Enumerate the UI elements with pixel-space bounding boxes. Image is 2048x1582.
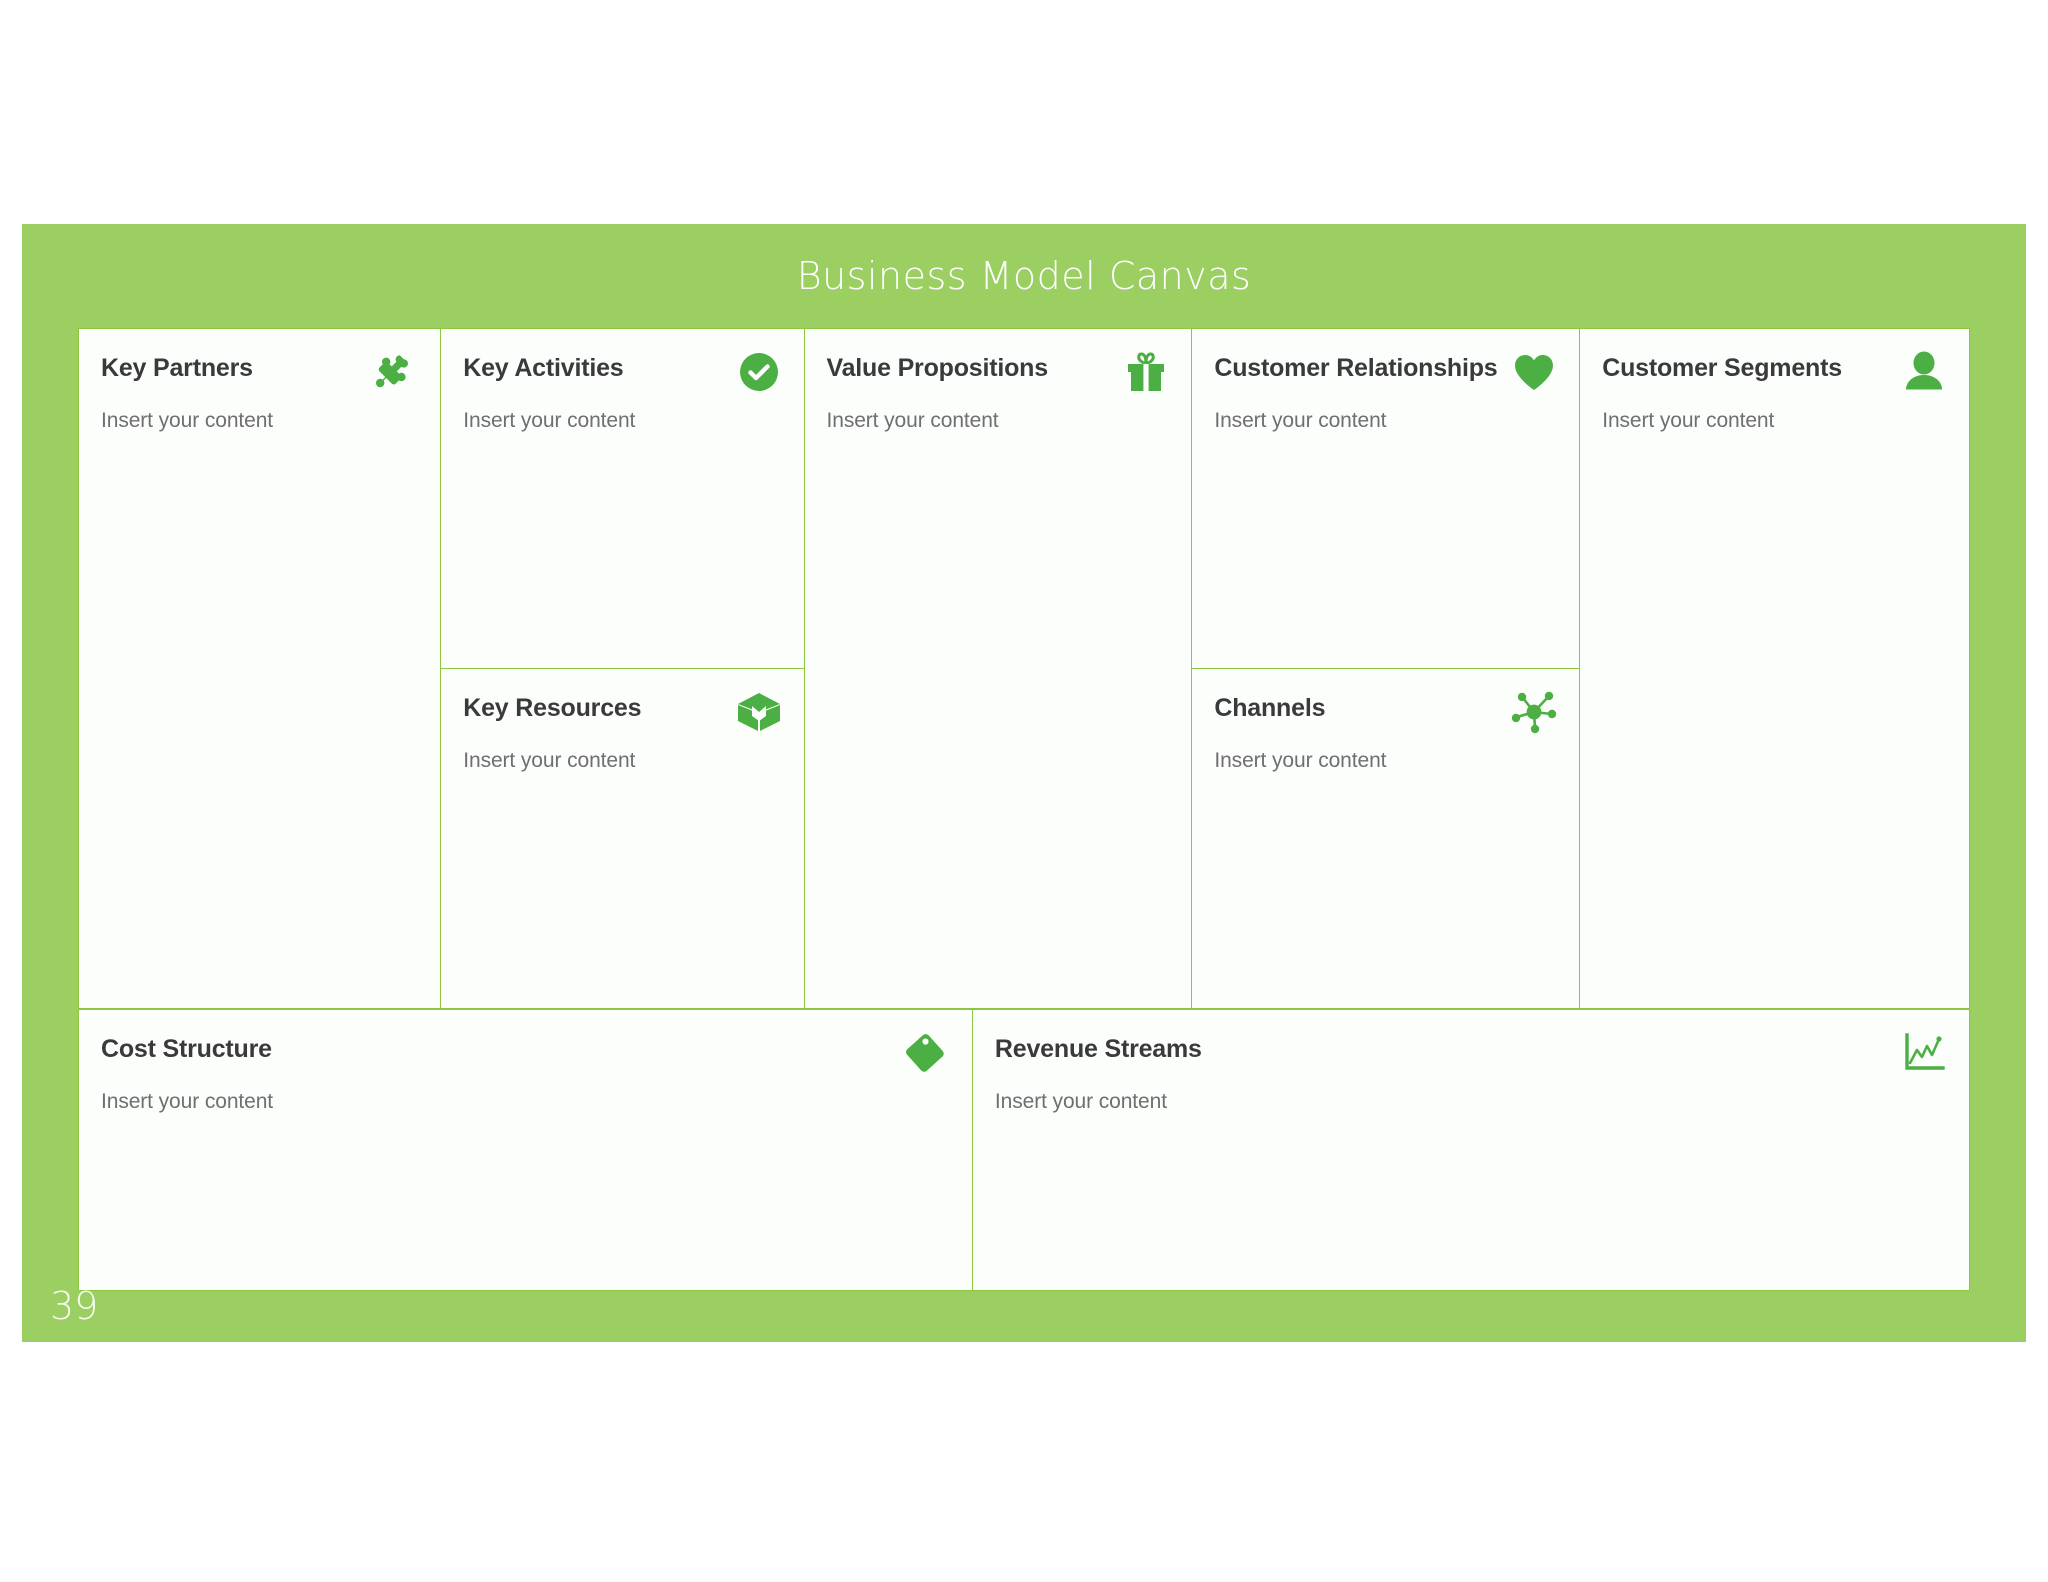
block-placeholder-value-propositions: Insert your content <box>826 409 999 432</box>
network-hub-icon <box>1511 689 1557 735</box>
block-header: Channels <box>1214 691 1557 735</box>
block-title-key-activities: Key Activities <box>463 354 624 382</box>
block-key-activities[interactable]: Key Activities Insert your content <box>441 328 805 669</box>
block-placeholder-key-partners: Insert your content <box>101 409 274 432</box>
block-cost-structure[interactable]: Cost Structure Insert your content <box>78 1009 973 1291</box>
column-key-partners: Key Partners Insert your content <box>78 328 442 1009</box>
block-key-resources[interactable]: Key Resources Insert your content <box>441 668 805 1009</box>
column-key-activities-resources: Key Activities Insert your content Key R… <box>441 328 805 1009</box>
block-placeholder-key-activities: Insert your content <box>463 409 636 432</box>
page-number: 39 <box>50 1284 99 1328</box>
gift-icon <box>1123 349 1169 395</box>
block-title-key-resources: Key Resources <box>463 693 642 722</box>
block-header: Customer Segments <box>1602 351 1947 395</box>
block-placeholder-customer-relationships: Insert your content <box>1214 409 1387 432</box>
block-header: Customer Relationships <box>1214 354 1557 395</box>
block-title-revenue-streams: Revenue Streams <box>994 1035 1202 1063</box>
block-revenue-streams[interactable]: Revenue Streams Insert your content <box>972 1009 1970 1291</box>
block-channels[interactable]: Channels <box>1192 668 1581 1009</box>
block-value-propositions[interactable]: Value Propositions Insert your content <box>804 328 1193 1009</box>
block-customer-segments[interactable]: Customer Segments Insert your content <box>1580 328 1970 1009</box>
heart-icon <box>1511 349 1557 395</box>
check-circle-icon <box>736 349 782 395</box>
block-placeholder-customer-segments: Insert your content <box>1602 409 1775 432</box>
block-placeholder-key-resources: Insert your content <box>463 748 636 772</box>
block-header: Value Propositions <box>826 352 1170 395</box>
block-title-customer-segments: Customer Segments <box>1602 354 1842 382</box>
column-customer-relationships-channels: Customer Relationships Insert your conte… <box>1192 328 1581 1009</box>
open-box-icon <box>736 689 782 735</box>
block-customer-relationships[interactable]: Customer Relationships Insert your conte… <box>1192 328 1581 669</box>
block-title-customer-relationships: Customer Relationships <box>1214 354 1498 382</box>
user-icon <box>1901 349 1947 395</box>
block-header: Key Resources <box>463 692 781 735</box>
block-placeholder-revenue-streams: Insert your content <box>994 1090 1167 1113</box>
block-title-value-propositions: Value Propositions <box>826 354 1049 382</box>
puzzle-piece-icon <box>372 349 418 395</box>
business-model-canvas-grid: Key Partners Insert your content Key Act… <box>78 328 1970 1291</box>
canvas-bottom-row: Cost Structure Insert your content <box>78 1009 1970 1291</box>
block-key-partners[interactable]: Key Partners Insert your content <box>78 328 442 1009</box>
column-customer-segments: Customer Segments Insert your content <box>1580 328 1970 1009</box>
line-chart-icon <box>1901 1030 1947 1076</box>
canvas-top-row: Key Partners Insert your content Key Act… <box>78 328 1970 1009</box>
block-header: Revenue Streams <box>994 1033 1947 1076</box>
block-placeholder-cost-structure: Insert your content <box>101 1090 274 1113</box>
block-title-key-partners: Key Partners <box>101 354 253 382</box>
block-header: Key Partners <box>101 354 418 395</box>
page-title: Business Model Canvas <box>796 254 1252 298</box>
block-header: Cost Structure <box>101 1034 950 1076</box>
block-title-channels: Channels <box>1214 693 1326 722</box>
price-tag-icon <box>904 1030 950 1076</box>
block-title-cost-structure: Cost Structure <box>101 1035 272 1063</box>
block-placeholder-channels: Insert your content <box>1214 748 1387 772</box>
column-value-propositions: Value Propositions Insert your content <box>804 328 1193 1009</box>
slide-canvas: Business Model Canvas Key Partners Inser… <box>22 224 2026 1342</box>
block-header: Key Activities <box>463 353 781 395</box>
